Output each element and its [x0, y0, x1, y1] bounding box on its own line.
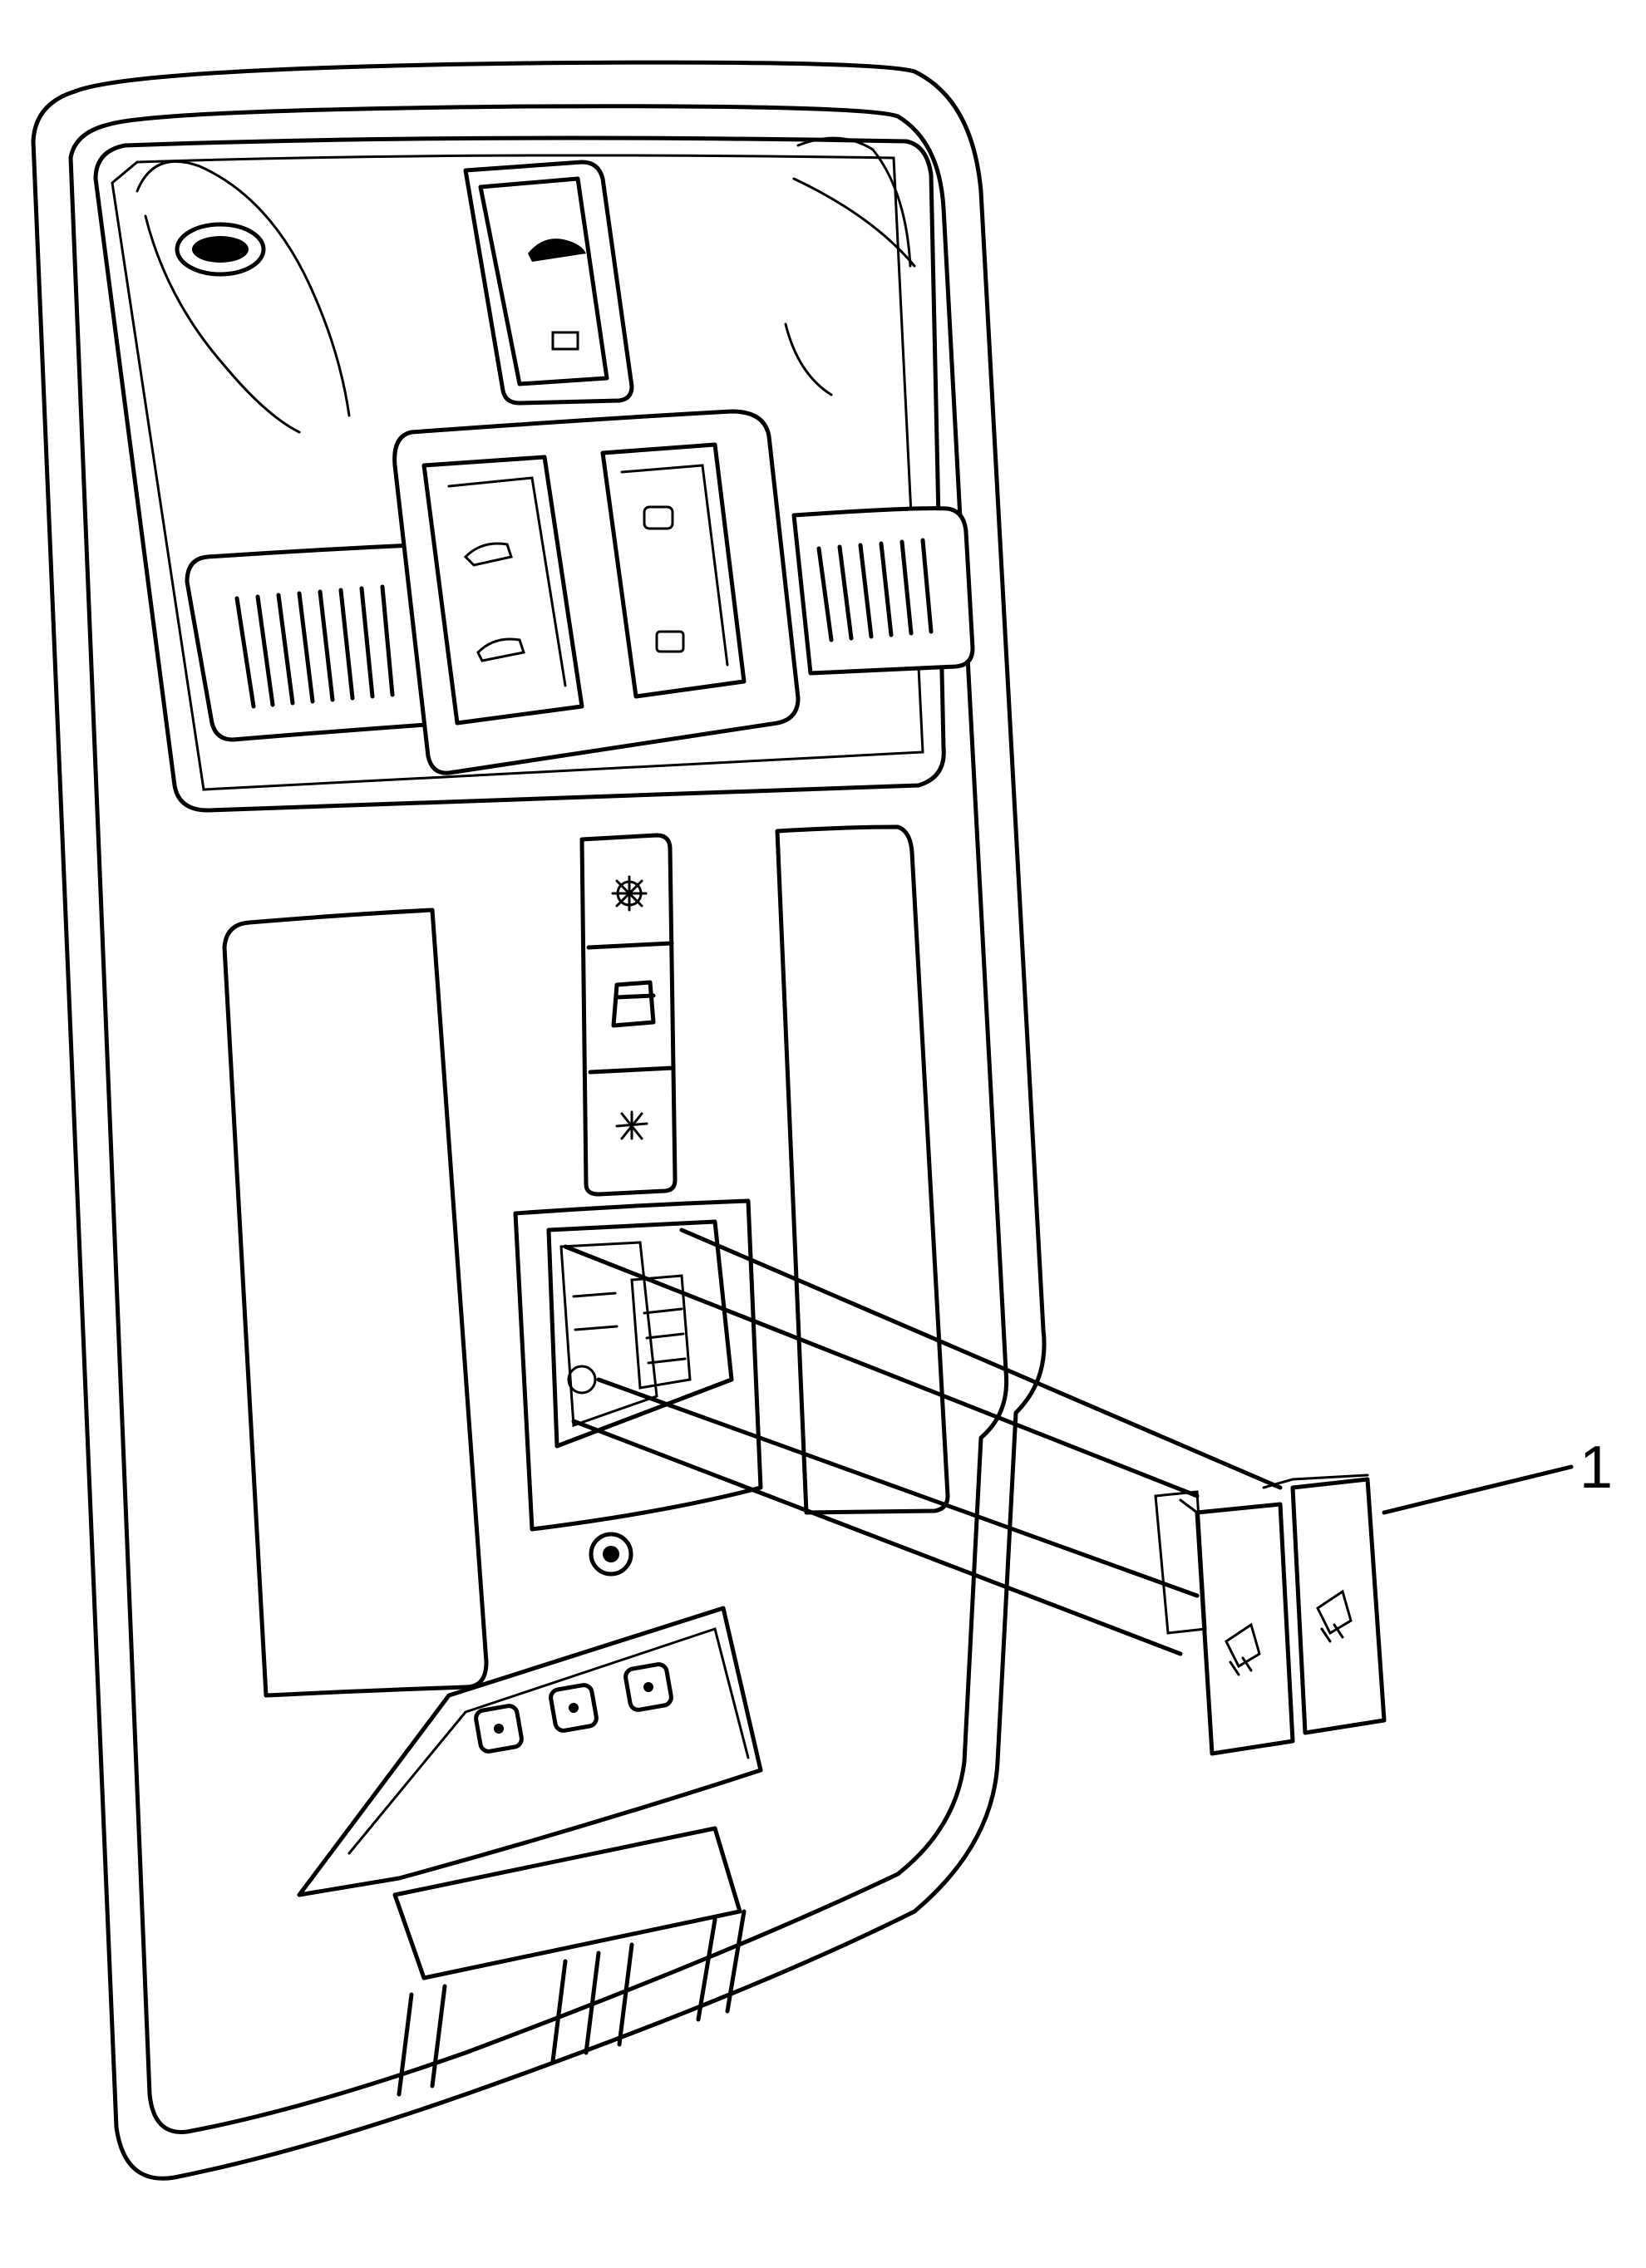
lower-label-plate — [392, 1826, 742, 1980]
removed-switch-housing-right[interactable] — [1290, 1477, 1387, 1735]
dome-light-off-icon — [615, 1110, 648, 1140]
console-inner-rim — [68, 104, 1009, 2134]
right-map-light-edge — [784, 177, 916, 396]
lower-button-left-dot — [494, 1724, 504, 1734]
switch-divider-2 — [588, 1065, 676, 1075]
dome-light-on-icon — [611, 875, 648, 912]
callout-1-leader — [1382, 1464, 1574, 1515]
lower-panel-bezel — [347, 1627, 750, 1855]
liftgate-down-icon — [655, 630, 685, 653]
right-storage-pocket — [775, 824, 950, 1515]
explode-lines — [563, 1227, 1283, 1656]
upper-tray — [93, 135, 946, 813]
removed-switch-clip — [1154, 1490, 1207, 1635]
left-storage-pocket — [222, 908, 489, 1698]
cavity-surround — [513, 1198, 763, 1532]
cavity-terminal-a — [630, 1274, 692, 1390]
cavity-hatching — [572, 1291, 687, 1365]
left-map-light — [136, 160, 351, 417]
switch-cavity — [546, 1219, 734, 1449]
right-switch-rocker — [620, 464, 729, 667]
cavity-connector — [559, 1241, 658, 1428]
left-map-light-edge — [144, 214, 301, 434]
door-ajar-icon — [611, 980, 656, 1028]
right-map-light — [796, 136, 912, 268]
callout-1-label: 1 — [1579, 1434, 1613, 1501]
lower-button-right-dot — [643, 1682, 653, 1692]
removed-switch-module — [1154, 1473, 1387, 1756]
top-switch-indicator — [551, 331, 579, 351]
lower-buttons — [474, 1662, 673, 1754]
left-switch-rocker — [447, 476, 567, 687]
liftgate-up-icon — [643, 505, 674, 530]
left-map-light-lens-core — [192, 236, 249, 263]
right-vent-louvers — [816, 538, 934, 642]
window-down-icon — [476, 637, 525, 662]
console-screw-head — [603, 1546, 619, 1562]
upper-tray-inner — [111, 154, 924, 791]
bottom-vent-slots — [397, 1909, 747, 2097]
sunroof-icon — [528, 239, 586, 262]
left-vent-louvers — [234, 584, 395, 709]
switch-divider-1 — [586, 941, 674, 950]
heated-seat-icon-left — [1225, 1622, 1261, 1676]
window-up-icon — [463, 542, 513, 567]
right-vent-frame — [791, 506, 975, 676]
heated-seat-icon-right — [1316, 1589, 1353, 1643]
left-window-switch[interactable] — [421, 455, 584, 726]
top-switch-button[interactable] — [478, 176, 609, 386]
top-switch-housing — [463, 160, 634, 406]
cavity-screw — [567, 1365, 597, 1395]
lower-button-center-dot — [569, 1703, 579, 1713]
center-switch-column — [579, 833, 678, 1197]
